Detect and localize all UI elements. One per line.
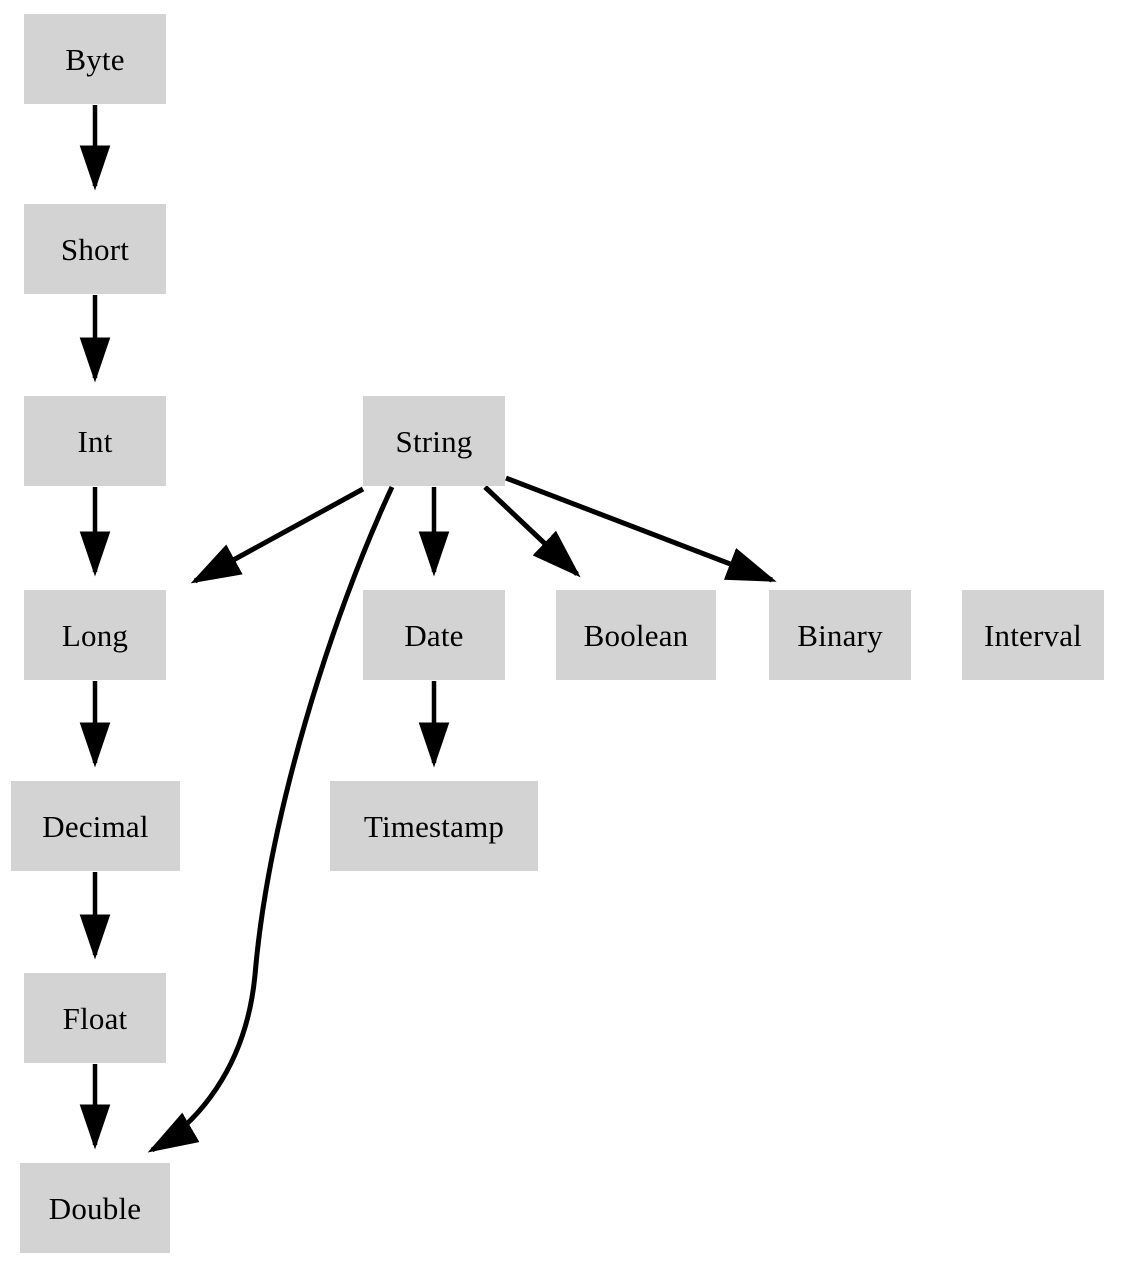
edge-string-boolean <box>483 485 581 578</box>
node-short[interactable]: Short <box>24 204 166 294</box>
node-long[interactable]: Long <box>24 590 166 680</box>
node-date[interactable]: Date <box>363 590 505 680</box>
node-string[interactable]: String <box>363 396 505 486</box>
node-decimal[interactable]: Decimal <box>11 781 180 871</box>
edge-string-binary <box>505 475 777 583</box>
node-timestamp[interactable]: Timestamp <box>330 781 538 871</box>
node-boolean[interactable]: Boolean <box>556 590 716 680</box>
node-int[interactable]: Int <box>24 396 166 486</box>
node-interval[interactable]: Interval <box>962 590 1104 680</box>
node-binary[interactable]: Binary <box>769 590 911 680</box>
node-byte[interactable]: Byte <box>24 14 166 104</box>
node-double[interactable]: Double <box>20 1163 170 1253</box>
node-float[interactable]: Float <box>24 973 166 1063</box>
edge-string-long <box>190 486 365 584</box>
